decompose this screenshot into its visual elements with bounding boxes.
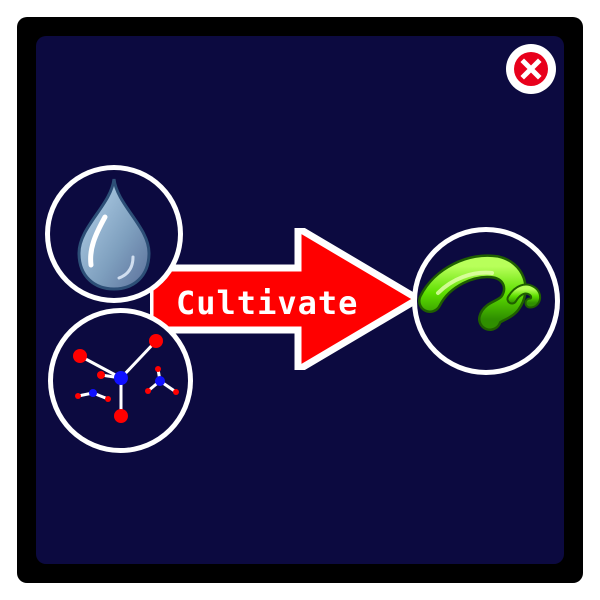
molecule-icon [73, 334, 179, 423]
close-icon [514, 52, 548, 86]
close-button[interactable] [506, 44, 556, 94]
green-worm-icon [418, 254, 542, 331]
result-slot[interactable] [412, 227, 560, 375]
water-drop-icon [77, 178, 151, 291]
ingredient-slot-molecule[interactable] [48, 308, 193, 453]
arrow-icon [150, 228, 420, 370]
ingredient-slot-water[interactable] [45, 165, 183, 303]
action-label: Cultivate [176, 284, 359, 322]
